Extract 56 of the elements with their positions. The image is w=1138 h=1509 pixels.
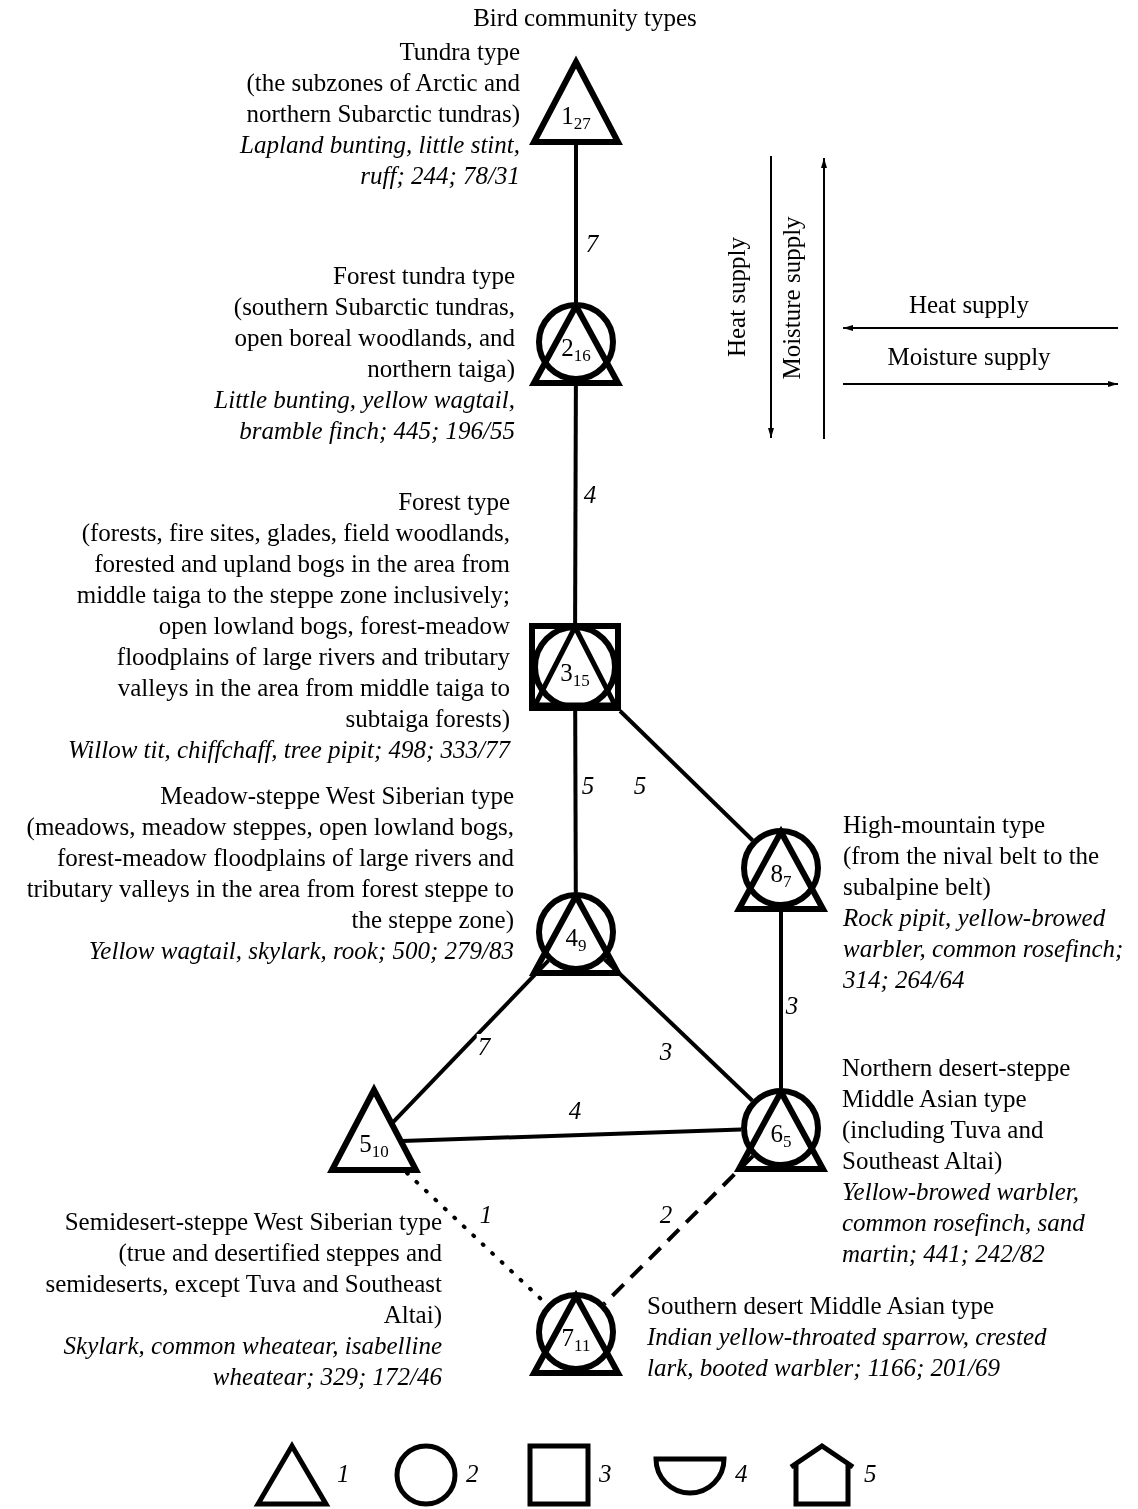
species-list: Indian yellow-throated sparrow, crested lark, booted warbler; 1166; 201/69 xyxy=(647,1321,1077,1383)
habitat-description: (true and desertified steppes and semideserts, except Tuva and Southeast Altai) xyxy=(44,1238,442,1330)
type-name: Semidesert-steppe West Siberian type xyxy=(63,1207,442,1237)
axis-label: Moisture supply xyxy=(778,216,806,380)
type-name: Tundra type xyxy=(398,37,520,67)
node-number: 7$_{11}$ xyxy=(561,1325,591,1351)
circle-triangle-symbol xyxy=(736,1088,826,1172)
axis-label: Heat supply xyxy=(908,291,1030,319)
circle-triangle-symbol xyxy=(531,892,621,976)
circle-triangle-symbol xyxy=(531,1292,621,1376)
species-list: Rock pipit, yellow-browed warbler, common rosefinch; 314; 264/64 xyxy=(843,902,1135,995)
legend-number: 2 xyxy=(466,1460,479,1488)
node-number: 4$_{9}$ xyxy=(565,925,587,951)
habitat-description: (including Tuva and Southeast Altai) xyxy=(842,1115,1045,1176)
connector-line xyxy=(402,1127,742,1143)
circle-triangle-symbol xyxy=(531,302,621,386)
species-list: Lapland bunting, little stint, ruff; 244; 78/31 xyxy=(210,129,520,191)
type-name: Southern desert Middle Asian type xyxy=(647,1291,996,1321)
node-number: 8$_{7}$ xyxy=(770,861,792,887)
connector-line xyxy=(573,711,578,892)
node-number: 5$_{10}$ xyxy=(359,1131,389,1157)
species-list: Yellow wagtail, skylark, rook; 500; 279/83 xyxy=(2,935,514,966)
connector-line xyxy=(574,145,578,302)
habitat-description: (meadows, meadow steppes, open lowland bogs, forest-meadow floodplains of large rivers and tributary valleys in the area from forest steppe to the steppe zone) xyxy=(25,812,514,935)
connector-line xyxy=(603,958,754,1102)
species-list: Willow tit, chiffchaff, tree pipit; 498; 333/77 xyxy=(40,734,510,765)
habitat-description: (the subzones of Arctic and northern Subarctic tundras) xyxy=(245,68,520,129)
habitat-description: (from the nival belt to the subalpine belt) xyxy=(843,841,1101,902)
legend-number: 4 xyxy=(735,1460,748,1488)
species-list: Skylark, common wheatear, isabelline wheatear; 329; 172/46 xyxy=(10,1330,442,1392)
square-circle-triangle-symbol xyxy=(529,623,621,711)
habitat-description: (southern Subarctic tundras, open boreal woodlands, and northern taiga) xyxy=(232,292,515,384)
connector-line xyxy=(390,959,550,1125)
type-name: Forest type xyxy=(397,487,510,517)
legend-number: 3 xyxy=(599,1460,612,1488)
dashed-line xyxy=(602,1154,755,1306)
type-name: Meadow-steppe West Siberian type xyxy=(159,781,514,811)
species-list: Little bunting, yellow wagtail, bramble finch; 445; 196/55 xyxy=(190,384,515,446)
node-number: 2$_{16}$ xyxy=(561,335,591,361)
habitat-description: (forests, fire sites, glades, field woodlands, forested and upland bogs in the area from middle taiga to the steppe zone inclusively; open lowland bogs, forest-meadow floodplains of large rivers and tributary valleys in the area from middle taiga to subtaiga forests) xyxy=(75,518,510,734)
species-list: Yellow-browed warbler, common rosefinch, sand martin; 441; 242/82 xyxy=(842,1176,1127,1269)
legend-number: 5 xyxy=(864,1460,877,1488)
diagram-title: Bird community types xyxy=(473,4,697,32)
connector-line xyxy=(618,709,754,842)
node-number: 1$_{27}$ xyxy=(561,103,591,129)
node-number: 3$_{15}$ xyxy=(560,660,590,686)
type-name: High-mountain type xyxy=(843,810,1047,840)
axis-label: Heat supply xyxy=(723,236,751,358)
node-number: 6$_{5}$ xyxy=(770,1121,792,1147)
type-name: Northern desert-steppe Middle Asian type xyxy=(842,1053,1072,1114)
axis-label: Moisture supply xyxy=(887,343,1051,371)
triangle-symbol xyxy=(530,58,622,146)
circle-triangle-symbol xyxy=(736,828,826,912)
legend-number: 1 xyxy=(337,1460,350,1488)
triangle-symbol xyxy=(328,1086,420,1174)
type-name: Forest tundra type xyxy=(332,261,515,291)
